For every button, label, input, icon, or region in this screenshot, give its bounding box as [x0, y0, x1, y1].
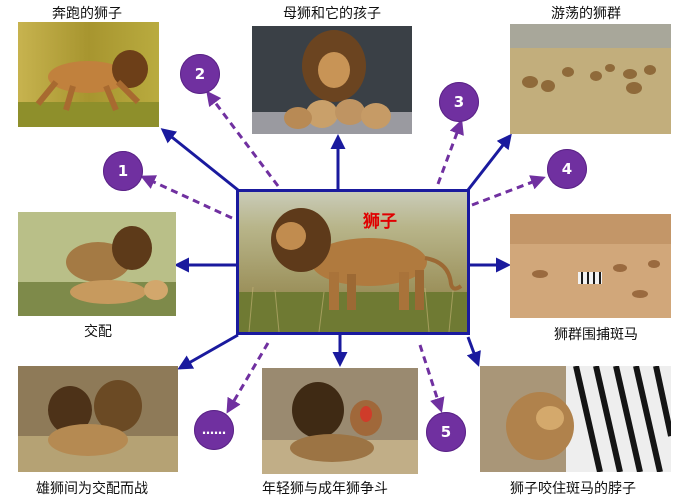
dashed-arrow-more [226, 342, 270, 414]
caption-lion-bites-zebra: 狮子咬住斑马的脖子 [510, 481, 636, 497]
caption-pride-hunting-zebra: 狮群围捕斑马 [554, 327, 638, 343]
dashed-arrow-3 [436, 119, 464, 185]
caption-roaming-pride: 游荡的狮群 [551, 6, 621, 22]
caption-mating: 交配 [84, 324, 112, 340]
caption-running-lion: 奔跑的狮子 [52, 6, 122, 22]
caption-young-vs-adult: 年轻狮与成年狮争斗 [262, 481, 388, 497]
badge-1: 1 [103, 151, 143, 191]
badge-3: 3 [439, 82, 479, 122]
dashed-arrow-1 [140, 175, 233, 220]
caption-males-fighting: 雄狮间为交配而战 [36, 481, 148, 497]
badge-5: 5 [426, 412, 466, 452]
arrow-to-bite-zebra [466, 336, 481, 367]
photo-lion-bites-zebra [480, 366, 671, 472]
arrow-to-running-lion [160, 128, 239, 192]
photo-pride-hunting-zebra [510, 214, 671, 318]
dashed-arrow-5 [418, 344, 445, 413]
photo-young-vs-adult [262, 368, 418, 474]
badge-more: …… [194, 410, 234, 450]
arrow-to-roaming-pride [466, 133, 512, 191]
center-title: 狮子 [363, 212, 397, 232]
arrow-to-males-fighting [177, 333, 239, 370]
photo-mating [18, 212, 176, 316]
photo-males-fighting [18, 366, 178, 472]
photo-running-lion [18, 22, 159, 127]
dashed-arrow-4 [471, 175, 546, 207]
badge-2: 2 [180, 54, 220, 94]
center-lion-photo [236, 189, 470, 335]
badge-4: 4 [547, 149, 587, 189]
photo-lioness-cubs [252, 26, 412, 134]
photo-roaming-pride [510, 24, 671, 134]
dashed-arrow-2 [206, 90, 280, 187]
caption-lioness-cubs: 母狮和它的孩子 [283, 6, 381, 22]
